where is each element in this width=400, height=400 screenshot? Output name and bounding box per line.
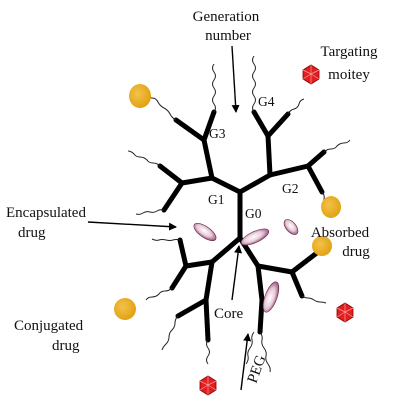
label-generation-number-2: number xyxy=(205,28,251,44)
arrow-peg xyxy=(240,333,252,391)
label-core: Core xyxy=(214,306,244,322)
peg-chain xyxy=(287,98,305,115)
branch-g1-lower-down xyxy=(203,259,215,303)
red-polyhedron-icon xyxy=(199,375,217,396)
branch-g3-c xyxy=(157,163,185,186)
branch-g1-right xyxy=(237,172,273,195)
peg-chain xyxy=(135,209,165,215)
orange-circle-icon xyxy=(114,298,136,320)
dendrimer-branches xyxy=(157,109,327,343)
branch-g2-right-up xyxy=(265,133,273,178)
branch-g4-b xyxy=(265,111,291,139)
label-encapsulated-drug-1: Encapsulated xyxy=(6,205,86,221)
label-targeting-moiety-1: Targating xyxy=(321,44,378,60)
peg-chain xyxy=(212,63,216,113)
branch-g2-lower-down-b xyxy=(203,297,211,343)
peg-chain xyxy=(127,150,161,167)
label-conjugated-drug-2: drug xyxy=(52,338,80,354)
targeting-moiety-group xyxy=(199,64,354,396)
encapsulated-drug-group xyxy=(193,219,299,313)
label-targeting-moiety-2: moitey xyxy=(328,67,370,83)
branch-g1-left xyxy=(209,175,243,195)
branch-g2-lower-right-b xyxy=(255,263,265,303)
purple-ellipse-icon xyxy=(283,219,299,235)
label-generation-number-1: Generation xyxy=(193,9,260,25)
branch-g3-e xyxy=(305,149,327,169)
label-absorbed-drug-1: Absorbed xyxy=(311,225,370,241)
label-g1: G1 xyxy=(208,192,225,207)
label-absorbed-drug-2: drug xyxy=(342,244,370,260)
peg-chain xyxy=(145,287,173,301)
branch-g2-left-out xyxy=(179,175,215,186)
branch-g2-right-out xyxy=(267,163,311,178)
pointer-arrows xyxy=(87,45,252,391)
branch-g2-left-up xyxy=(201,137,215,181)
peg-chain xyxy=(161,315,179,351)
label-encapsulated-drug-2: drug xyxy=(18,225,46,241)
arrow-generation-number xyxy=(231,45,240,113)
branch-g1-lower-left xyxy=(183,259,215,269)
branch-g3-d xyxy=(161,180,185,213)
red-polyhedron-icon xyxy=(336,302,354,323)
orange-circle-icon xyxy=(312,236,332,256)
branch-g2-lower-right-c xyxy=(257,297,265,335)
purple-ellipse-icon xyxy=(193,222,217,242)
label-g2: G2 xyxy=(282,181,299,196)
purple-ellipse-icon xyxy=(262,281,280,313)
label-g4: G4 xyxy=(258,94,275,109)
peg-chains xyxy=(127,55,351,373)
peg-chain xyxy=(301,295,327,304)
orange-circle-icon xyxy=(129,84,151,108)
branch-g3-a xyxy=(201,109,217,143)
branch-g2-lower-left-b xyxy=(169,263,189,291)
peg-chain xyxy=(151,238,181,241)
peg-chain xyxy=(252,55,256,113)
conjugated-drug-group xyxy=(114,84,341,320)
label-g0: G0 xyxy=(245,206,262,221)
peg-chain xyxy=(245,331,255,365)
peg-chain xyxy=(259,331,271,373)
branch-g3-b xyxy=(173,117,207,143)
branch-g0-left xyxy=(209,235,243,265)
arrow-core xyxy=(231,245,243,301)
purple-ellipse-icon xyxy=(240,228,270,246)
branch-g2-lower-left-a xyxy=(177,237,189,269)
label-g3: G3 xyxy=(209,126,226,141)
branch-g3-f xyxy=(305,163,325,195)
red-polyhedron-icon xyxy=(302,64,320,85)
text-labels: Generation number Targating moitey Encap… xyxy=(6,9,378,385)
branch-g4-a xyxy=(251,109,271,139)
arrow-encapsulated-drug xyxy=(87,221,177,231)
label-conjugated-drug-1: Conjugated xyxy=(14,318,84,334)
branch-g2-lower-right-a xyxy=(289,269,305,299)
branch-g2-lower-down-a xyxy=(175,297,209,319)
peg-chain xyxy=(145,93,177,121)
branch-g1-lower-right xyxy=(255,263,295,275)
peg-chain xyxy=(206,339,210,365)
peg-chain xyxy=(323,139,351,153)
orange-circle-icon xyxy=(321,196,341,218)
branch-g2-lower-right-d xyxy=(289,249,321,275)
